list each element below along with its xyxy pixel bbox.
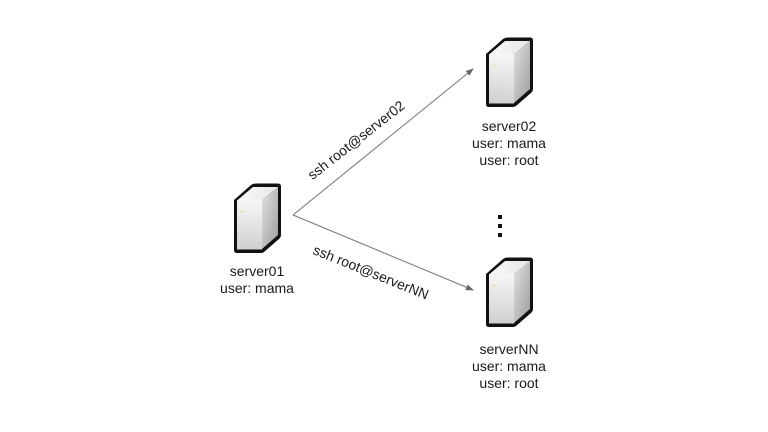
server-icon	[486, 37, 533, 107]
more-servers-ellipsis	[498, 215, 504, 242]
edge-line-server01-server02	[292, 68, 474, 216]
server-name: server02	[481, 118, 537, 134]
server-user: user: root	[479, 152, 539, 168]
server-icon	[234, 183, 281, 253]
server-name: server01	[229, 263, 285, 279]
ellipsis-dot	[498, 215, 502, 219]
ellipsis-dot	[498, 224, 502, 228]
server-user: user: mama	[472, 358, 546, 374]
server-name: serverNN	[479, 341, 539, 357]
server02-label: server02 user: mama user: root	[449, 118, 569, 169]
server-user: user: mama	[220, 280, 294, 296]
edge-line-server01-serverNN	[292, 214, 474, 291]
server01-label: server01 user: mama	[197, 263, 317, 297]
ellipsis-dot	[498, 233, 502, 237]
server-user: user: root	[479, 375, 539, 391]
server-user: user: mama	[472, 135, 546, 151]
serverNN-label: serverNN user: mama user: root	[449, 341, 569, 392]
server-icon	[486, 257, 533, 327]
